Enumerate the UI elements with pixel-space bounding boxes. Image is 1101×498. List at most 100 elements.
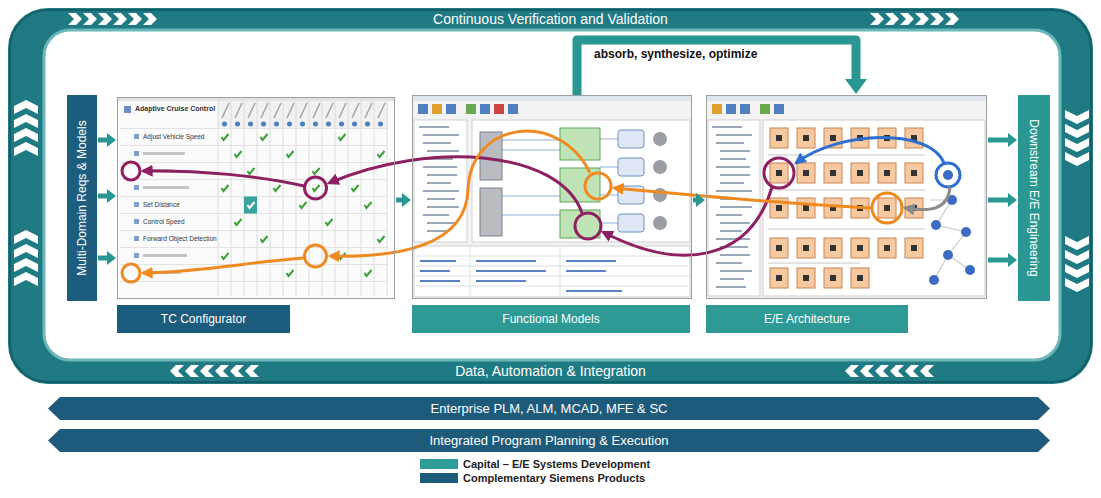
art-part	[618, 130, 644, 232]
connector-shaft	[577, 40, 856, 95]
art-part	[851, 268, 869, 288]
flow-connector	[577, 40, 867, 95]
art-part	[170, 365, 184, 377]
connector-shaft	[988, 258, 1010, 263]
art-part	[330, 131, 590, 256]
platform-band: Integrated Program Planning & Execution	[48, 429, 1050, 452]
panel-label-box: Functional Models	[412, 305, 690, 333]
art-part	[508, 104, 518, 114]
flow-connector	[98, 251, 116, 265]
band-title: Data, Automation & Integration	[455, 361, 646, 381]
art-part	[14, 230, 38, 244]
art-part	[412, 95, 692, 299]
label-anchor: Forward Object Detection	[143, 235, 217, 243]
art-part	[653, 160, 667, 174]
flow-connector	[693, 193, 705, 207]
art-part	[287, 122, 292, 127]
arrow-head	[1008, 253, 1017, 267]
input-band: Multi-Domain Reqs & Models	[67, 95, 97, 301]
art-part	[1065, 138, 1089, 152]
legend-label: Capital – E/E Systems Development	[463, 458, 650, 470]
arrow-head	[402, 193, 411, 207]
art-part	[305, 245, 327, 267]
art-part	[134, 185, 139, 190]
art-part	[14, 272, 38, 286]
art-part	[14, 128, 38, 142]
tool-panel: Functional Models	[412, 95, 692, 299]
platform-band-label: Enterprise PLM, ALM, MCAD, MFE & SC	[431, 401, 668, 416]
art-part	[248, 122, 253, 127]
art-part	[905, 163, 923, 183]
art-part	[943, 250, 953, 260]
art-part	[770, 128, 788, 148]
arrow-head	[845, 79, 867, 94]
art-part	[965, 265, 975, 275]
art-part	[124, 106, 131, 113]
art-part	[480, 104, 490, 114]
art-part	[931, 220, 941, 230]
art-part	[326, 122, 331, 127]
output-band: Downstream E/E Engineering	[1018, 95, 1050, 301]
art-part	[797, 268, 815, 288]
art-part	[261, 122, 266, 127]
matrix-row-label: Control Speed	[143, 218, 185, 226]
legend: Capital – E/E Systems DevelopmentComplem…	[420, 457, 650, 485]
art-part	[494, 104, 504, 114]
art-part	[218, 101, 387, 296]
art-part	[248, 202, 255, 208]
art-part	[365, 122, 370, 127]
art-part	[824, 163, 842, 183]
art-part	[143, 171, 304, 186]
art-part	[712, 104, 722, 114]
art-part	[797, 238, 815, 258]
art-part	[68, 13, 82, 25]
platform-band-label: Integrated Program Planning & Execution	[429, 433, 668, 448]
art-part	[420, 261, 622, 291]
art-part	[878, 238, 896, 258]
art-part	[378, 122, 383, 127]
art-part	[851, 163, 869, 183]
art-part	[300, 122, 305, 127]
art-part	[128, 13, 142, 25]
art-part	[797, 198, 815, 218]
vertical-band-label: Multi-Domain Reqs & Models	[75, 120, 89, 275]
art-part	[653, 216, 667, 230]
art-part	[83, 13, 97, 25]
art-part	[905, 365, 919, 377]
art-part	[797, 163, 815, 183]
art-part	[432, 104, 442, 114]
legend-row: Capital – E/E Systems Development	[420, 457, 650, 471]
art-part	[945, 13, 959, 25]
art-part	[726, 104, 736, 114]
art-part	[10, 10, 1091, 382]
connector-shaft	[988, 138, 1010, 143]
art-part	[14, 244, 38, 258]
art-part	[1065, 152, 1089, 166]
label-anchor: Set Distance	[143, 201, 180, 209]
art-part	[134, 236, 139, 241]
art-part	[480, 188, 502, 236]
art-part	[14, 258, 38, 272]
arrow-head	[696, 193, 705, 207]
art-part	[824, 198, 842, 218]
panel-caption: Functional Models	[502, 312, 599, 326]
arrow-head	[107, 189, 116, 203]
art-part	[98, 13, 112, 25]
flow-chevrons	[14, 13, 1089, 377]
art-part	[117, 97, 395, 299]
art-part	[1065, 250, 1089, 264]
arrow-head	[107, 251, 116, 265]
art-part	[414, 246, 690, 297]
art-part	[472, 120, 690, 242]
art-part	[185, 365, 199, 377]
art-part	[134, 202, 139, 207]
art-part	[796, 137, 944, 163]
band-title: Continuous Verification and Validation	[433, 9, 668, 29]
label-anchor: Adaptive Cruise Control	[135, 105, 215, 113]
art-part	[235, 122, 240, 127]
art-part	[712, 127, 752, 287]
legend-label: Complementary Siemens Products	[463, 472, 645, 484]
matrix-row-label: Forward Object Detection	[143, 235, 217, 243]
